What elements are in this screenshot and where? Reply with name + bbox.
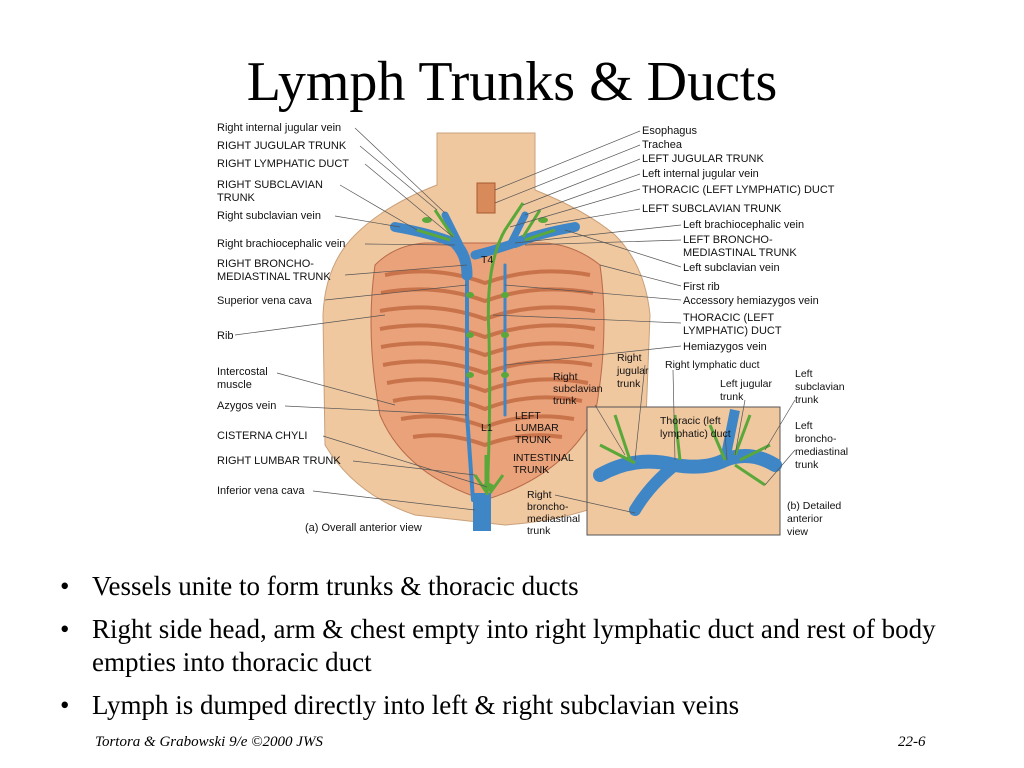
label-right-subclavian: RIGHT SUBCLAVIAN <box>217 179 323 191</box>
label-left-internal-jugular-vein: Left internal jugular vein <box>642 168 759 180</box>
caption-a: (a) Overall anterior view <box>305 522 422 534</box>
bullet-marker: • <box>60 614 70 644</box>
label-accessory-hemiazygos-vein: Accessory hemiazygos vein <box>683 295 819 307</box>
bullet-text: Vessels unite to form trunks & thoracic … <box>92 571 579 601</box>
caption-b-1: (b) Detailed <box>787 500 842 512</box>
label-thoracic-left: THORACIC (LEFT <box>683 312 775 324</box>
lymph-vessels <box>416 202 556 496</box>
label-l1: L1 <box>481 422 493 434</box>
bullet-marker: • <box>60 571 70 601</box>
inset-thoracic-2: lymphatic) duct <box>660 428 731 440</box>
bullet-item: • Right side head, arm & chest empty into… <box>60 613 960 679</box>
label-thoracic-left-lymphatic-duct: THORACIC (LEFT LYMPHATIC) DUCT <box>642 184 835 196</box>
label-right-subclavian-trunk-3: trunk <box>553 395 577 407</box>
label-lymphatic-duct: LYMPHATIC) DUCT <box>683 325 782 337</box>
label-trachea: Trachea <box>642 139 682 151</box>
label-right-broncho-3: mediastinal <box>527 513 581 525</box>
label-right-lumbar-trunk: RIGHT LUMBAR TRUNK <box>217 455 341 467</box>
veins <box>390 211 580 502</box>
label-left-subclavian-trunk: LEFT SUBCLAVIAN TRUNK <box>642 203 782 215</box>
label-trunk: TRUNK <box>217 192 255 204</box>
left-leader-lines <box>234 127 488 511</box>
caption-b-2: anterior <box>787 513 823 525</box>
label-left-jugular-trunk: LEFT JUGULAR TRUNK <box>642 153 764 165</box>
label-right-lymphatic-duct: RIGHT LYMPHATIC DUCT <box>217 158 350 170</box>
bullet-text: Lymph is dumped directly into left & rig… <box>92 690 740 720</box>
label-left-subclavian-vein: Left subclavian vein <box>683 262 780 274</box>
label-right-broncho-4: trunk <box>527 525 551 537</box>
label-right-jugular-trunk: RIGHT JUGULAR TRUNK <box>217 140 347 152</box>
inferior-vena-cava <box>473 493 491 531</box>
inset-left-broncho-1: Left <box>795 420 813 432</box>
right-leader-lines <box>492 130 682 366</box>
inset-right-jugular-3: trunk <box>617 378 641 390</box>
bullet-text: Right side head, arm & chest empty into … <box>92 614 936 677</box>
label-intercostal: Intercostal <box>217 366 268 378</box>
label-right-subclavian-trunk-2: subclavian <box>553 383 603 395</box>
inset-leader-lines <box>554 364 796 514</box>
lymph-nodes <box>422 217 548 491</box>
label-right-broncho: RIGHT BRONCHO- <box>217 258 314 270</box>
slide-number: 22-6 <box>898 734 926 750</box>
bullet-item: • Lymph is dumped directly into left & ri… <box>60 689 960 722</box>
label-intestinal-1: INTESTINAL <box>513 452 574 464</box>
inset-left-jugular-1: Left jugular <box>720 378 772 390</box>
slide-title: Lymph Trunks & Ducts <box>246 51 778 113</box>
bullet-marker: • <box>60 690 70 720</box>
label-right-subclavian-trunk-1: Right <box>553 371 578 383</box>
caption-b-3: view <box>787 526 809 538</box>
label-hemiazygos-vein: Hemiazygos vein <box>683 341 767 353</box>
inset-left-broncho-4: trunk <box>795 459 819 471</box>
inset-thoracic-1: Thoracic (left <box>660 415 721 427</box>
inset-right-jugular-2: jugular <box>617 365 649 377</box>
label-left-lumbar-1: LEFT <box>515 410 541 422</box>
label-rib: Rib <box>217 330 234 342</box>
label-right-broncho-2: broncho- <box>527 501 569 513</box>
label-left-broncho: LEFT BRONCHO- <box>683 234 773 246</box>
label-intestinal-2: TRUNK <box>513 464 550 476</box>
label-azygos-vein: Azygos vein <box>217 400 277 412</box>
detailed-inset <box>554 364 796 536</box>
anatomy-illustration <box>234 127 796 536</box>
label-inferior-vena-cava: Inferior vena cava <box>217 485 305 497</box>
label-right-brachiocephalic-vein: Right brachiocephalic vein <box>217 238 346 250</box>
label-left-brachiocephalic-vein: Left brachiocephalic vein <box>683 219 805 231</box>
trachea <box>476 182 496 214</box>
label-muscle: muscle <box>217 379 252 391</box>
label-first-rib: First rib <box>683 281 720 293</box>
label-left-lumbar-3: TRUNK <box>515 434 552 446</box>
label-right-internal-jugular-vein: Right internal jugular vein <box>217 122 342 134</box>
label-superior-vena-cava: Superior vena cava <box>217 295 312 307</box>
label-mediastinal-trunk: MEDIASTINAL TRUNK <box>217 271 331 283</box>
inset-left-subclavian-1: Left <box>795 368 813 380</box>
label-right-broncho-1: Right <box>527 489 552 501</box>
ribs <box>379 269 596 448</box>
inset-left-subclavian-3: trunk <box>795 394 819 406</box>
bullet-list: • Vessels unite to form trunks & thoracic… <box>60 570 960 732</box>
inset-right-lymphatic-duct: Right lymphatic duct <box>665 359 760 371</box>
label-left-mediastinal-trunk: MEDIASTINAL TRUNK <box>683 247 797 259</box>
inset-left-broncho-2: broncho- <box>795 433 837 445</box>
inset-left-jugular-2: trunk <box>720 391 744 403</box>
label-esophagus: Esophagus <box>642 125 698 137</box>
inset-right-jugular-1: Right <box>617 352 642 364</box>
label-left-lumbar-2: LUMBAR <box>515 422 559 434</box>
label-cisterna-chyli: CISTERNA CHYLI <box>217 430 308 442</box>
label-t4: T4 <box>481 254 494 266</box>
footer-citation: Tortora & Grabowski 9/e ©2000 JWS <box>95 734 323 750</box>
label-right-subclavian-vein: Right subclavian vein <box>217 210 321 222</box>
inset-left-subclavian-2: subclavian <box>795 381 845 393</box>
lymph-trunks-figure: Right internal jugular vein RIGHT JUGULA… <box>205 115 865 545</box>
bullet-item: • Vessels unite to form trunks & thoracic… <box>60 570 960 603</box>
inset-left-broncho-3: mediastinal <box>795 446 849 458</box>
